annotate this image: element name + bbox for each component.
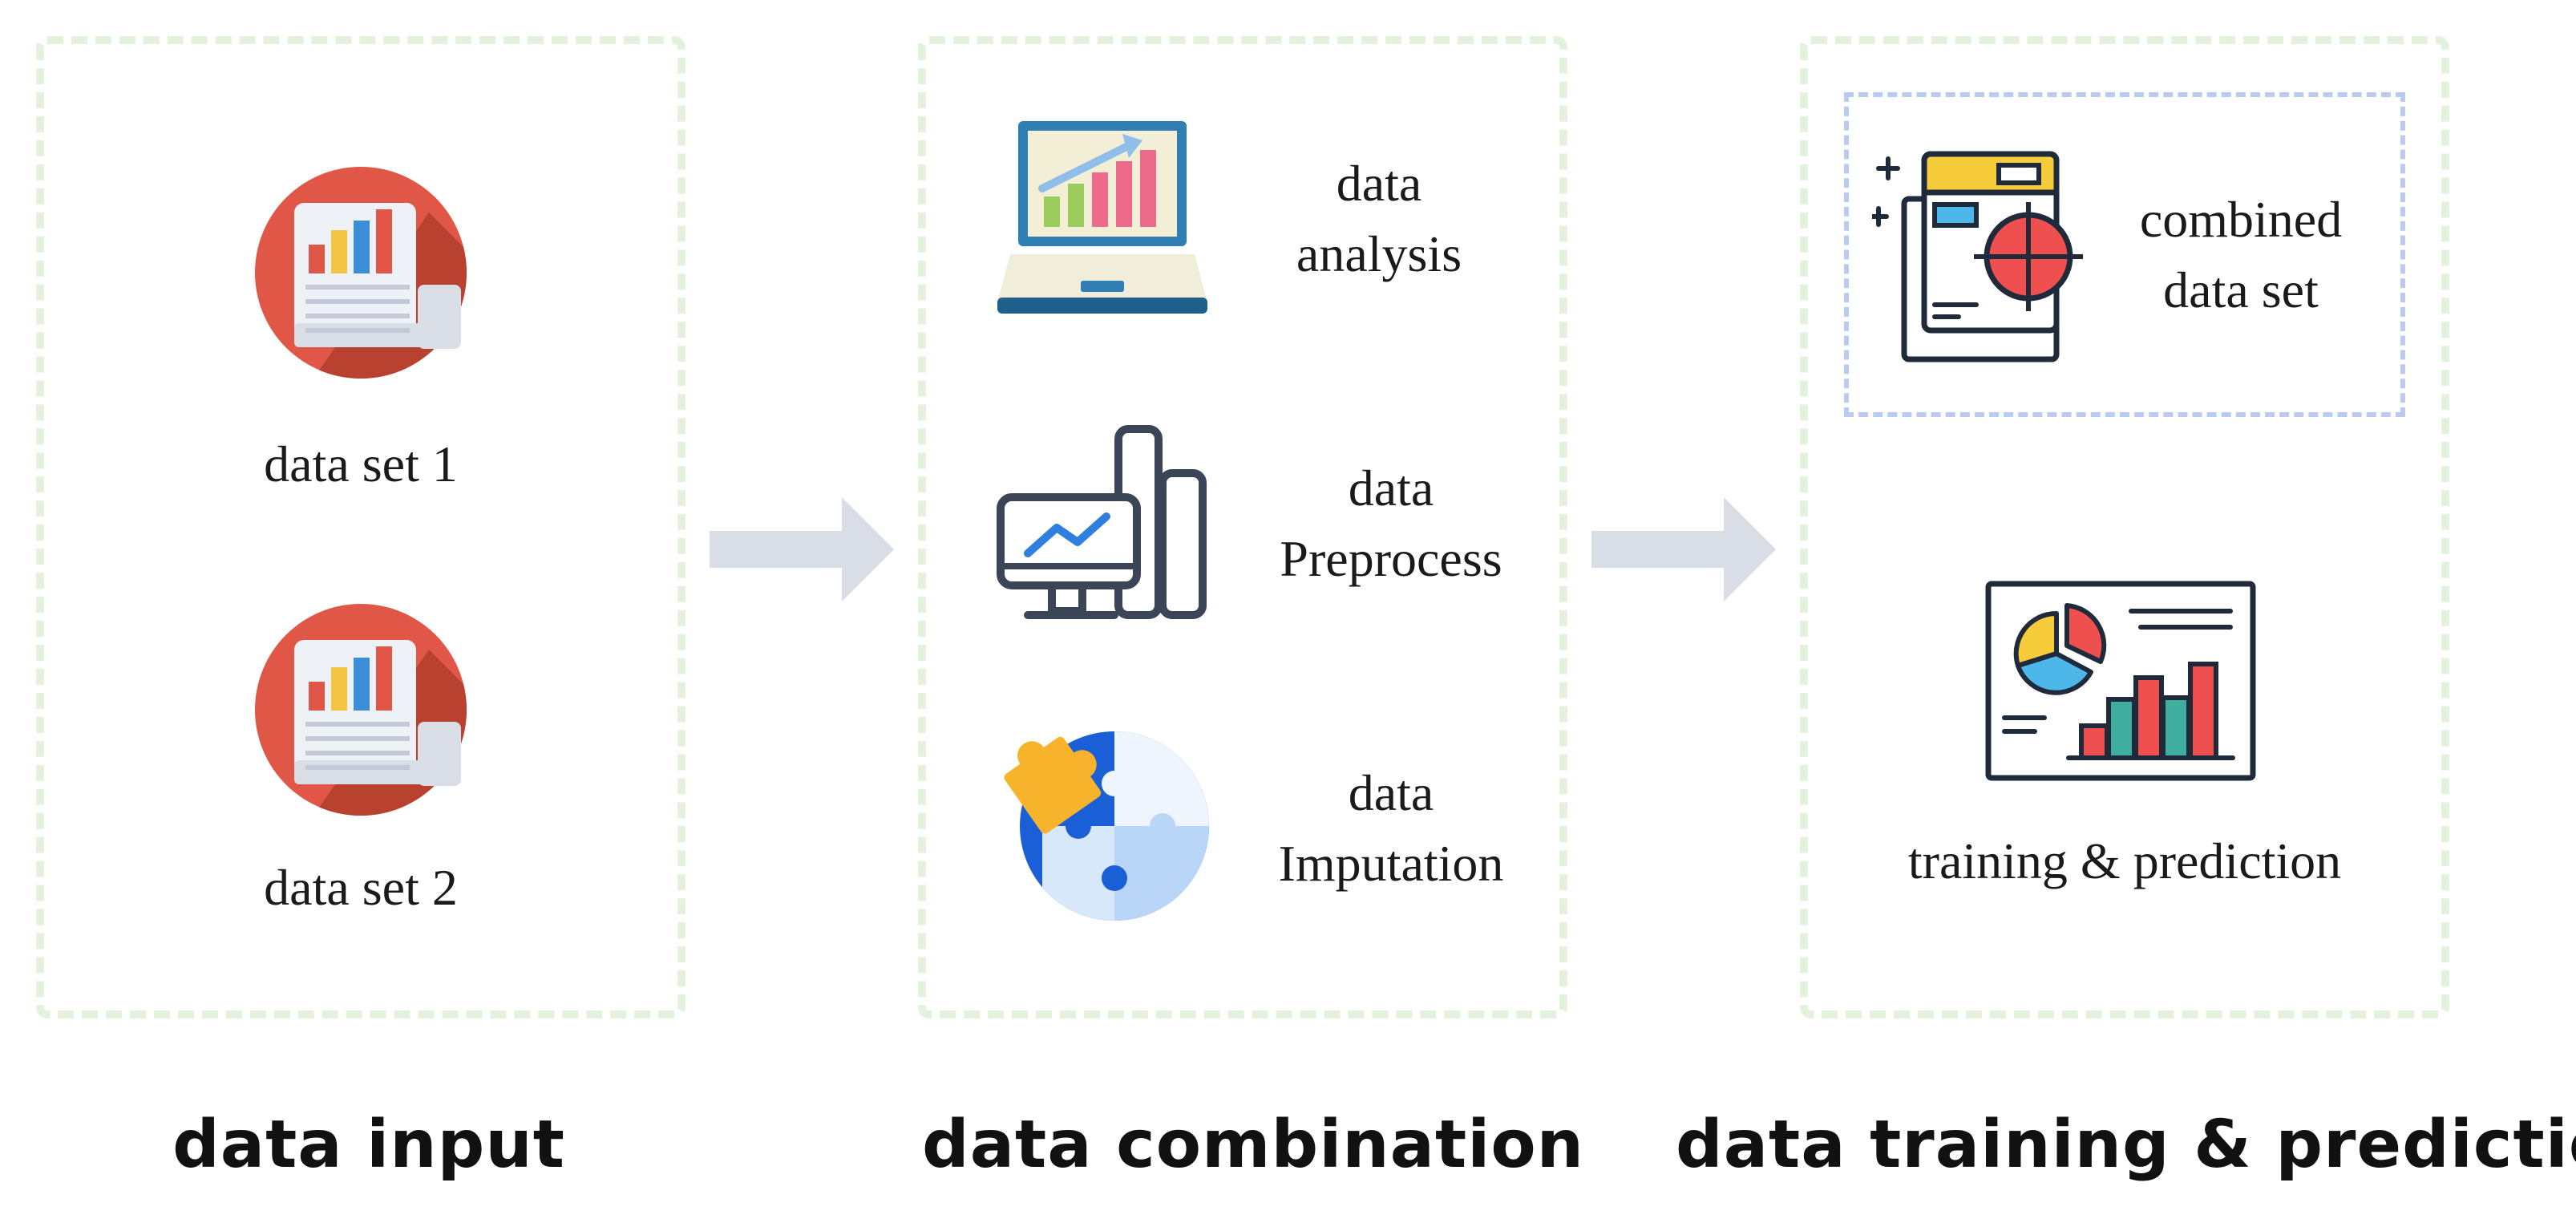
stage-title-data-combination: data combination: [922, 1107, 1585, 1183]
monitor-bars-icon: [997, 425, 1207, 619]
combined-line1: combined: [2139, 191, 2343, 248]
data-preprocess-line2: Preprocess: [1280, 530, 1502, 587]
combined-data-set-panel: [1844, 92, 2405, 417]
data-set-1-label: data set 1: [264, 435, 458, 492]
stage-title-data-input: data input: [172, 1107, 565, 1183]
flow-arrow-2: [1591, 497, 1776, 601]
data-analysis-line1: data: [1336, 155, 1422, 212]
data-preprocess-line1: data: [1348, 460, 1434, 516]
dashboard-chart-icon: [1985, 581, 2256, 781]
data-imputation-line1: data: [1348, 764, 1434, 821]
data-preprocess-label: data Preprocess: [1247, 453, 1535, 594]
data-set-2-label: data set 2: [264, 859, 458, 916]
puzzle-globe-icon: [1004, 731, 1209, 921]
data-input-panel: [36, 36, 685, 1018]
data-combination-panel: [918, 36, 1567, 1018]
data-analysis-label: data analysis: [1247, 148, 1511, 290]
report-chart-icon: [255, 604, 467, 816]
stage-title-data-training: data training & prediction: [1676, 1107, 2576, 1183]
flow-arrow-1: [710, 497, 894, 601]
data-analysis-line2: analysis: [1296, 225, 1462, 282]
report-chart-icon: [255, 167, 467, 379]
laptop-chart-icon: [997, 121, 1207, 314]
target-document-icon: [1872, 151, 2083, 362]
training-prediction-label: training & prediction: [1907, 832, 2342, 889]
data-imputation-line2: Imputation: [1278, 835, 1504, 892]
data-training-panel: [1800, 36, 2449, 1018]
combined-line2: data set: [2163, 261, 2319, 318]
combined-data-set-label: combined data set: [2101, 184, 2381, 326]
data-imputation-label: data Imputation: [1247, 758, 1535, 899]
